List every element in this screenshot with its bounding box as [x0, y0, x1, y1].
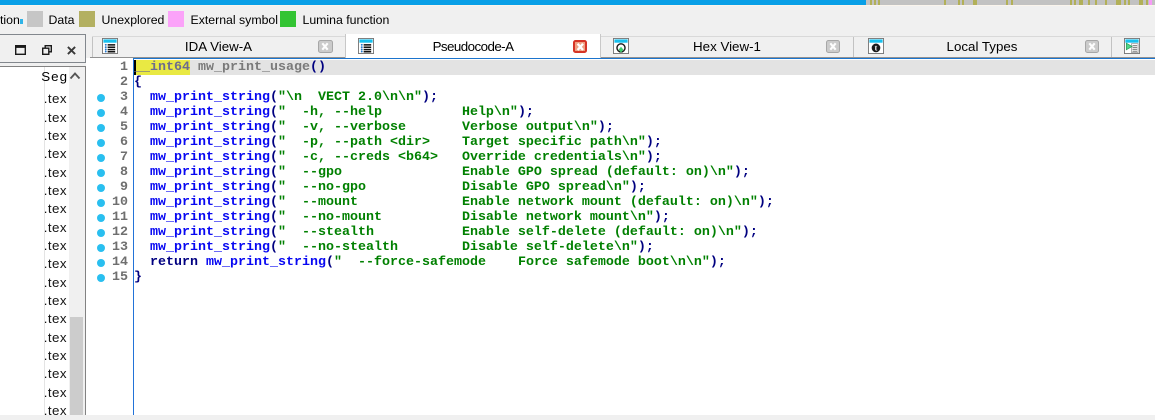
svg-text:t: t [875, 44, 878, 53]
